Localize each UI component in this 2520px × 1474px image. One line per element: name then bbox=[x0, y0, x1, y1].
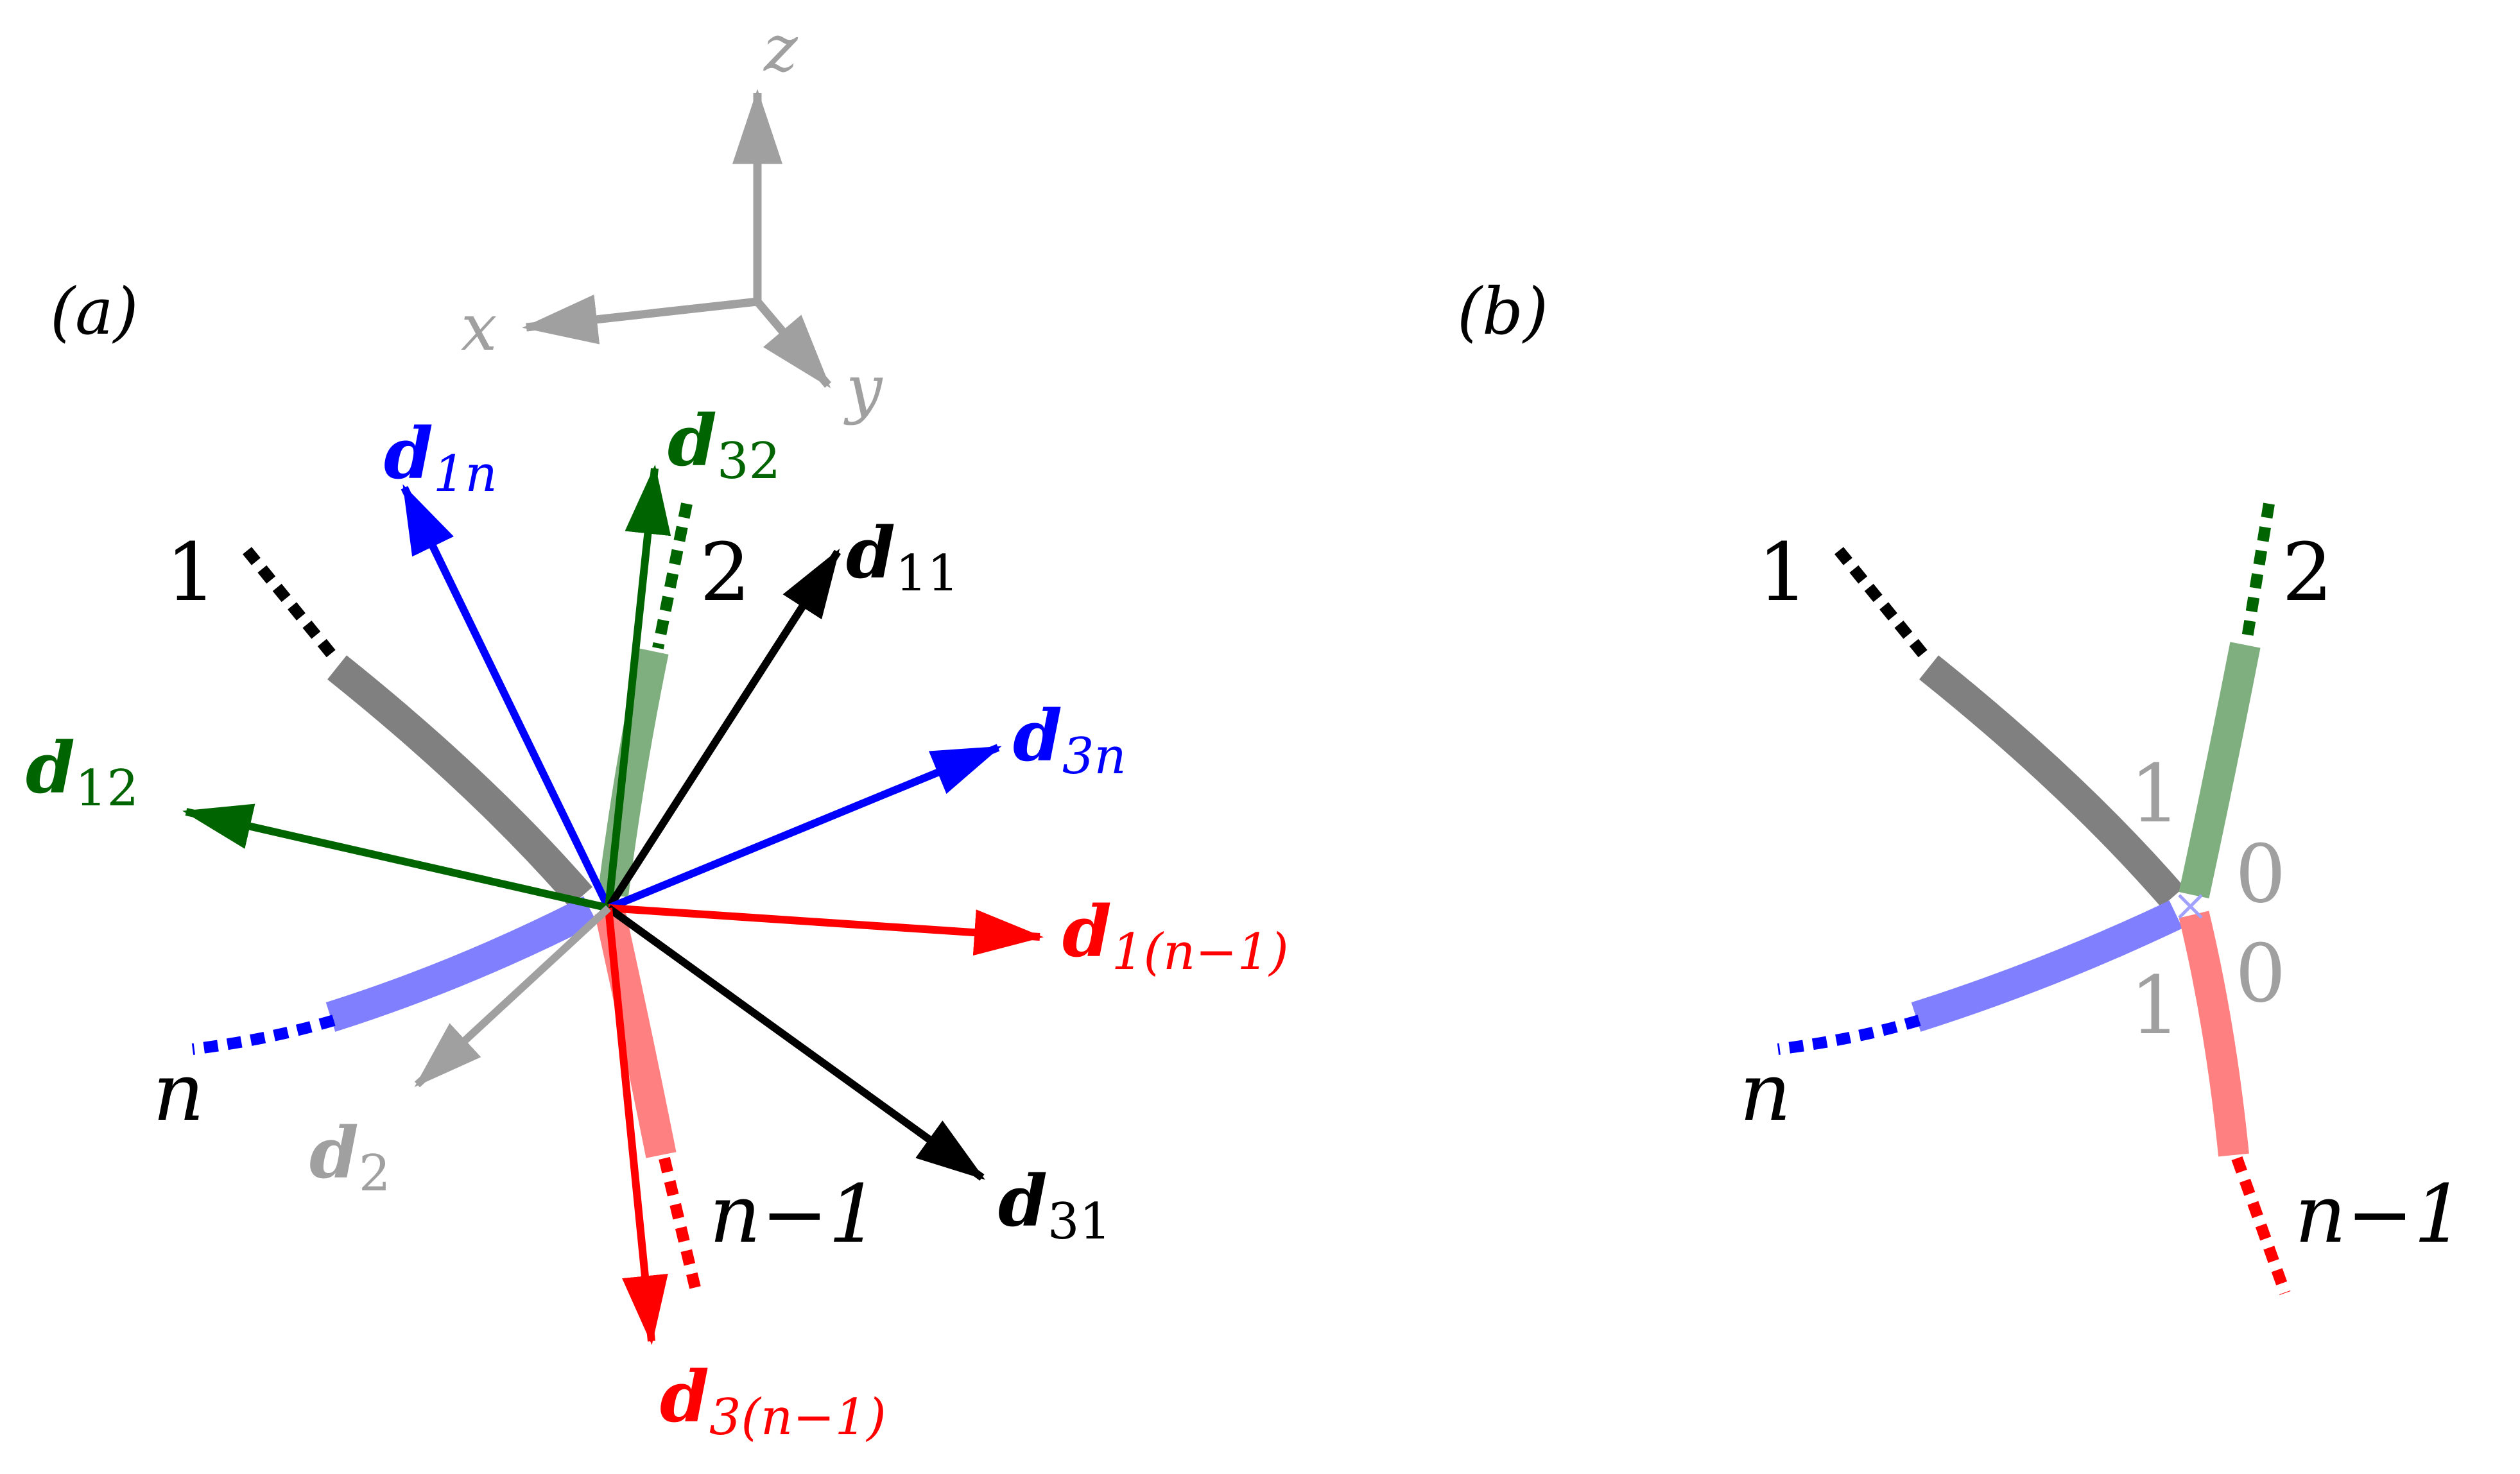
rod-1-end-label: 1 bbox=[2130, 748, 2181, 841]
rod-2-label: 2 bbox=[700, 526, 751, 619]
vector-d3n-subscript: 3n bbox=[1062, 728, 1126, 785]
rod-n-minus-1-dashed-extension bbox=[2231, 1156, 2291, 1296]
rod-1-a: 1 bbox=[166, 526, 593, 907]
rod-n-end-label: 1 bbox=[2130, 959, 2181, 1052]
svg-text:d3(n−1): d3(n−1) bbox=[660, 1355, 886, 1446]
svg-text:d32: d32 bbox=[668, 399, 781, 490]
vector-d2-subscript: 2 bbox=[359, 1145, 391, 1203]
rod-2-b: 2 0 bbox=[2179, 502, 2333, 921]
vector-d3n-minus-1-base: d bbox=[660, 1355, 709, 1438]
vector-d1n: d1n bbox=[384, 412, 612, 910]
vector-d32-base: d bbox=[668, 399, 717, 482]
panel-b-label: (b) bbox=[1457, 274, 1548, 349]
svg-text:d11: d11 bbox=[846, 511, 959, 603]
rod-1-body bbox=[327, 655, 593, 907]
panel-a-label: (a) bbox=[50, 274, 139, 349]
vector-d3n-minus-1: d3(n−1) bbox=[605, 907, 886, 1446]
svg-text:d3n: d3n bbox=[1013, 694, 1126, 785]
x-axis-arrow bbox=[522, 295, 758, 345]
rod-1-dashed-extension bbox=[1834, 547, 1933, 665]
vector-d32-subscript: 32 bbox=[717, 433, 781, 490]
rod-1-dashed-extension bbox=[243, 547, 341, 665]
vector-d3n-base: d bbox=[1013, 694, 1062, 777]
rod-1-label: 1 bbox=[1757, 526, 1809, 619]
rod-n-label: n bbox=[1739, 1046, 1791, 1139]
vector-d2: d2 bbox=[309, 905, 612, 1203]
panel-b: (b) 1 1 2 0 n 1 n−1 0 bbox=[1457, 274, 2465, 1296]
rod-n-body bbox=[325, 896, 598, 1032]
vector-d1n-base: d bbox=[384, 412, 433, 495]
y-axis-label: y bbox=[843, 351, 883, 426]
rod-n-label: n bbox=[153, 1046, 205, 1139]
vector-d1n-minus-1-subscript: 1(n−1) bbox=[1112, 923, 1289, 981]
rod-n-minus-1-label: n−1 bbox=[2295, 1168, 2465, 1261]
rod-n-dashed-extension bbox=[191, 1015, 336, 1055]
rod-2-body bbox=[598, 648, 669, 898]
rod-n-dashed-extension bbox=[1777, 1015, 1921, 1055]
svg-text:d1n: d1n bbox=[384, 412, 497, 503]
junction-marker bbox=[2178, 894, 2203, 919]
vector-d3n-arrow bbox=[607, 744, 1002, 912]
vector-d3n-minus-1-subscript: 3(n−1) bbox=[709, 1389, 886, 1446]
rod-1-b: 1 1 bbox=[1757, 526, 2185, 907]
rod-n-minus-1-end-label: 0 bbox=[2235, 927, 2286, 1020]
svg-text:d1(n−1): d1(n−1) bbox=[1062, 890, 1289, 981]
rod-n-minus-1-dashed-extension bbox=[659, 1156, 702, 1295]
vector-d1n-arrow bbox=[401, 484, 612, 910]
junction-cross-line-2 bbox=[2178, 894, 2203, 919]
y-axis-arrow bbox=[754, 298, 831, 388]
vector-d31-arrow bbox=[606, 905, 985, 1181]
vector-d1n-subscript: 1n bbox=[433, 445, 497, 503]
svg-text:d12: d12 bbox=[26, 726, 139, 818]
vector-d31-base: d bbox=[998, 1160, 1048, 1242]
vector-d31: d31 bbox=[606, 905, 1111, 1251]
rod-2-end-label: 0 bbox=[2235, 828, 2286, 921]
rod-2-dashed-extension bbox=[2241, 502, 2275, 643]
vector-d12: d12 bbox=[26, 726, 610, 912]
vector-d3n-minus-1-arrow bbox=[605, 907, 668, 1345]
vector-d3n: d3n bbox=[607, 694, 1126, 912]
svg-text:d31: d31 bbox=[998, 1160, 1111, 1251]
svg-text:d2: d2 bbox=[309, 1111, 391, 1203]
vector-d1n-minus-1-arrow bbox=[608, 904, 1044, 956]
rod-1-label: 1 bbox=[166, 526, 217, 619]
vector-d11-base: d bbox=[846, 511, 895, 594]
rod-1-body bbox=[1919, 655, 2185, 907]
vector-d11: d11 bbox=[605, 511, 959, 911]
vector-d11-arrow bbox=[605, 548, 841, 911]
rod-n-minus-1-b: n−1 0 bbox=[2179, 911, 2465, 1296]
vector-d12-arrow bbox=[182, 803, 610, 912]
rod-n-b: n 1 bbox=[1739, 900, 2183, 1139]
vector-d2-arrow bbox=[414, 905, 612, 1088]
vector-d11-subscript: 11 bbox=[895, 545, 959, 603]
vector-d31-subscript: 31 bbox=[1048, 1193, 1111, 1251]
rod-2-dashed-extension bbox=[652, 502, 693, 649]
rod-n-a: n bbox=[153, 896, 598, 1139]
vector-d12-base: d bbox=[26, 726, 75, 809]
rod-2-label: 2 bbox=[2282, 526, 2333, 619]
vector-d1n-minus-1: d1(n−1) bbox=[608, 890, 1289, 981]
rod-n-minus-1-body bbox=[594, 907, 677, 1158]
panel-a: (a) z x y 1 2 n n−1 bbox=[26, 11, 1289, 1446]
z-axis-label: z bbox=[763, 11, 798, 86]
axes-triad: z x y bbox=[461, 11, 883, 426]
vector-d12-subscript: 12 bbox=[75, 760, 139, 818]
rod-n-body bbox=[1911, 900, 2183, 1032]
vector-d32: d32 bbox=[605, 399, 781, 909]
rod-2-a: 2 bbox=[598, 502, 751, 898]
vector-d32-arrow bbox=[605, 465, 671, 909]
rod-n-minus-1-body bbox=[2179, 911, 2249, 1157]
rod-n-minus-1-a: n−1 bbox=[594, 907, 879, 1295]
x-axis-label: x bbox=[461, 290, 497, 365]
rod-2-body bbox=[2179, 642, 2261, 899]
vector-d1n-minus-1-base: d bbox=[1062, 890, 1112, 973]
rod-n-minus-1-label: n−1 bbox=[709, 1168, 879, 1261]
vector-d2-base: d bbox=[309, 1111, 359, 1194]
